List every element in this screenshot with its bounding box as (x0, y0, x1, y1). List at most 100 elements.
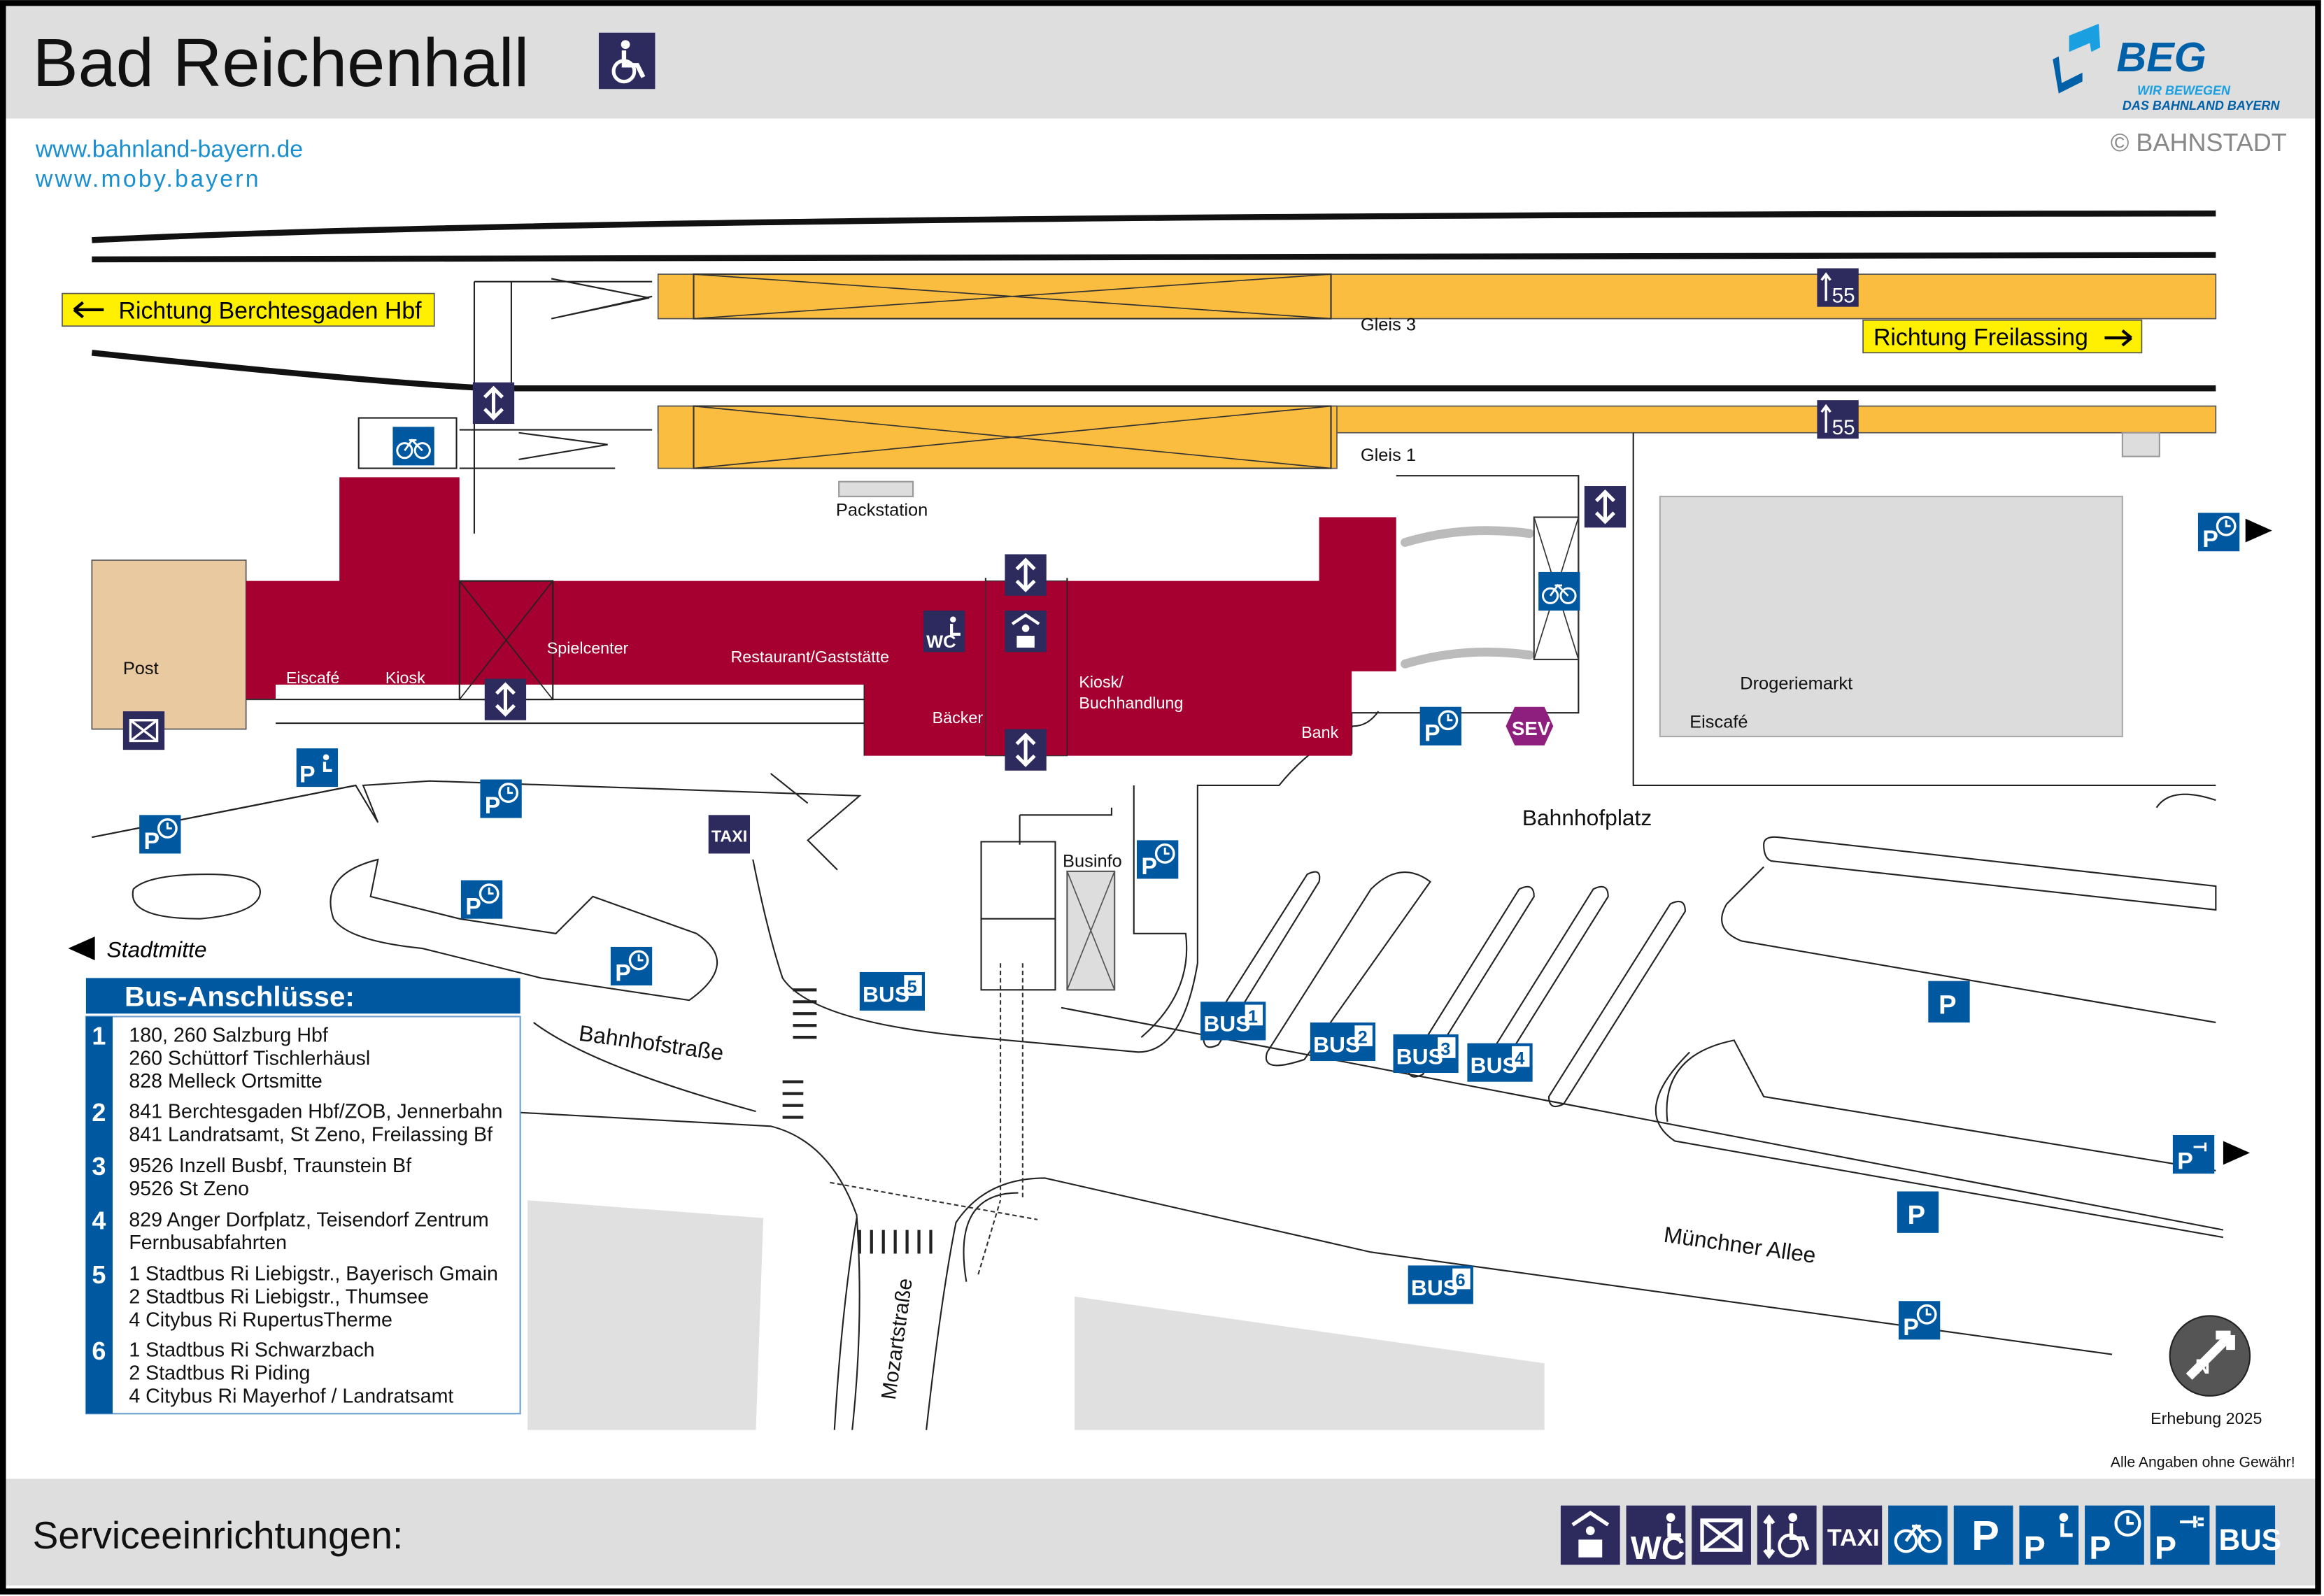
svg-text:BUS: BUS (1396, 1043, 1443, 1069)
bus-icon: BUS (2216, 1505, 2281, 1565)
post-icon (1692, 1505, 1751, 1565)
bus-connection-row: 5 1 Stadtbus Ri Liebigstr., Bayerisch Gma… (92, 1260, 498, 1331)
bus-line-text: 4 Citybus Ri Mayerhof / Landratsamt (129, 1385, 453, 1407)
svg-text:BUS: BUS (1313, 1032, 1360, 1057)
label-eiscafe: Eiscafé (286, 669, 339, 687)
bike-parking-icon (1537, 571, 1581, 612)
copyright-bahnstadt: © BAHNSTADT (2111, 128, 2287, 157)
lift-icon (1005, 554, 1046, 595)
lift-icon (1585, 486, 1626, 527)
building-area (1075, 1296, 1545, 1430)
paths-and-stairs (92, 278, 2224, 1430)
lift-icon (485, 678, 526, 720)
label-spielcenter: Spielcenter (547, 639, 629, 657)
bus-stop-number: 2 (92, 1098, 106, 1127)
bus-line-text: 1 Stadtbus Ri Schwarzbach (129, 1339, 374, 1362)
platform-height-icon: 55 (1817, 400, 1859, 439)
svg-text:Stadtmitte: Stadtmitte (107, 937, 207, 962)
svg-text:WIR BEWEGEN: WIR BEWEGEN (2137, 84, 2231, 98)
survey-year: Erhebung 2025 (2151, 1409, 2262, 1427)
svg-text:SEV: SEV (1512, 718, 1551, 739)
svg-text:BUS: BUS (1411, 1275, 1458, 1300)
track-label-gleis-1: Gleis 1 (1361, 446, 1416, 465)
parking-short-term-icon (609, 946, 653, 988)
bus-stop-number: 6 (92, 1337, 106, 1365)
label-bahnhofplatz: Bahnhofplatz (1522, 805, 1652, 830)
bus-line-text: 9526 St Zeno (129, 1178, 249, 1200)
drogeriemarkt-building (1659, 495, 2123, 738)
sev-icon: SEV (1505, 706, 1554, 746)
platform-gleis-1 (657, 405, 2217, 469)
parking-short-term-icon (1897, 1299, 1941, 1342)
direction-berchtesgaden: Richtung Berchtesgaden Hbf (62, 292, 435, 327)
bus-line-text: 2 Stadtbus Ri Liebigstr., Thumsee (129, 1285, 429, 1308)
bus-line-text: 9526 Inzell Busbf, Traunstein Bf (129, 1155, 411, 1177)
wc-accessible-icon: WC (1626, 1505, 1686, 1566)
taxi-icon: TAXI (708, 815, 751, 854)
svg-text:BUS: BUS (863, 981, 909, 1006)
svg-text:P: P (2024, 1530, 2046, 1566)
bus-stop-number: 1 (92, 1022, 106, 1050)
canopy (1401, 526, 1534, 669)
info-desk-icon (1560, 1505, 1620, 1565)
svg-text:P: P (2155, 1530, 2176, 1566)
svg-text:5: 5 (907, 978, 917, 997)
bus-stop-number: 4 (92, 1206, 106, 1235)
bus-line-text: Fernbusabfahrten (129, 1232, 287, 1254)
page-title: Bad Reichenhall (33, 24, 530, 101)
taxi-icon: TAXI (1822, 1505, 1883, 1565)
crosswalks (782, 988, 933, 1254)
parking-icon: P (1897, 1191, 1939, 1233)
lift-icon (473, 383, 514, 424)
link-bahnland-bayern[interactable]: www.bahnland-bayern.de (35, 136, 303, 163)
bus-stop-number: 5 (92, 1260, 106, 1289)
bus-connections-title: Bus-Anschlüsse: (125, 981, 355, 1013)
svg-text:N: N (2195, 1355, 2210, 1378)
bus-line-text: 260 Schüttorf Tischlerhäusl (129, 1047, 370, 1069)
svg-text:55: 55 (1832, 416, 1855, 439)
svg-text:P: P (2177, 1148, 2193, 1175)
label-restaurant: Restaurant/Gaststätte (730, 648, 889, 666)
bus-line-text: 1 Stadtbus Ri Liebigstr., Bayerisch Gmai… (129, 1263, 498, 1285)
post-building (91, 560, 247, 730)
parking-short-term-icon (460, 878, 504, 922)
station-building (246, 477, 986, 756)
post-icon (122, 711, 165, 750)
footer-title: Serviceeinrichtungen: (33, 1513, 404, 1557)
svg-text:P: P (299, 762, 316, 788)
bus-line-text: 841 Landratsamt, St Zeno, Freilassing Bf (129, 1123, 493, 1146)
svg-text:P: P (1908, 1200, 1925, 1230)
parking-short-term-icon: P (2085, 1505, 2144, 1566)
parking-short-term-icon (138, 813, 183, 856)
svg-text:P: P (1939, 990, 1956, 1020)
bus-line-text: 4 Citybus Ri RupertusTherme (129, 1309, 392, 1331)
parking-accessible-icon: P (296, 748, 339, 788)
label-eiscafe-2: Eiscafé (1689, 712, 1748, 732)
platform-height-icon: 55 (1817, 268, 1859, 307)
label-packstation: Packstation (836, 500, 928, 520)
svg-text:3: 3 (1440, 1040, 1450, 1060)
svg-text:55: 55 (1832, 284, 1855, 307)
track-label-gleis-3: Gleis 3 (1361, 315, 1416, 335)
north-arrow-icon: N (2169, 1315, 2251, 1397)
svg-text:P: P (1971, 1512, 1999, 1559)
small-structure (2121, 432, 2160, 457)
svg-text:DAS BAHNLAND BAYERN: DAS BAHNLAND BAYERN (2123, 99, 2281, 113)
parking-ev-icon: P (2172, 1134, 2215, 1175)
building-area (527, 1200, 764, 1430)
beg-logo: BEG WIR BEWEGEN DAS BAHNLAND BAYERN (2053, 24, 2281, 113)
svg-text:Richtung Berchtesgaden Hbf: Richtung Berchtesgaden Hbf (118, 298, 422, 325)
link-moby-bayern[interactable]: www.moby.bayern (35, 166, 261, 192)
label-baecker: Bäcker (933, 708, 984, 727)
lift-icon (1005, 729, 1046, 770)
bus-stop-number: 3 (92, 1152, 106, 1181)
svg-text:BUS: BUS (1203, 1011, 1250, 1036)
bike-parking-icon (391, 425, 436, 466)
